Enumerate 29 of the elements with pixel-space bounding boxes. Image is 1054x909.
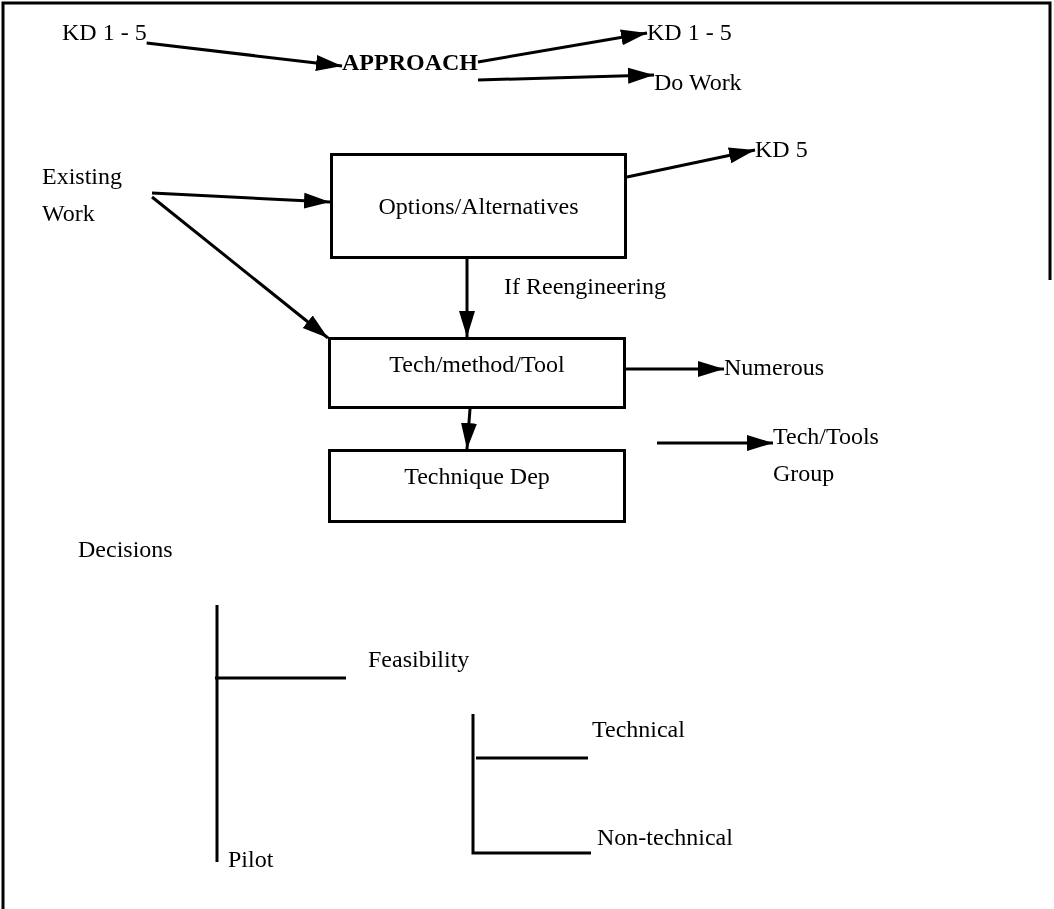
process-box [328,449,626,523]
arrow [477,29,648,64]
node-label: Existing Work [42,158,152,233]
tree-label: Non-technical [597,823,733,852]
node-label: Numerous [724,349,824,385]
box-label: Technique Dep [404,462,550,491]
process-box [328,337,626,409]
node-label: KD 1 - 5 [62,14,147,50]
box-label: Options/Alternatives [378,192,579,221]
node-label: Tech/Tools Group [773,418,923,493]
arrow [151,195,329,340]
node-label: KD 1 - 5 [647,14,732,50]
arrow [151,191,331,209]
node-label: KD 5 [755,131,808,167]
box-label: Tech/method/Tool [389,350,565,379]
tree-label: Decisions [78,535,173,564]
tree-label: Pilot [228,845,274,874]
node-label: Do Work [654,64,742,100]
arrow [626,361,724,377]
arrow [657,435,773,451]
tree-label: Feasibility [368,645,470,674]
arrow [626,147,756,179]
arrow [459,259,475,337]
process-box [330,153,627,259]
arrow [477,67,655,84]
tree-label: Technical [592,715,685,744]
arrow [146,41,343,71]
arrow [460,408,477,450]
node-label: APPROACH [342,44,478,80]
